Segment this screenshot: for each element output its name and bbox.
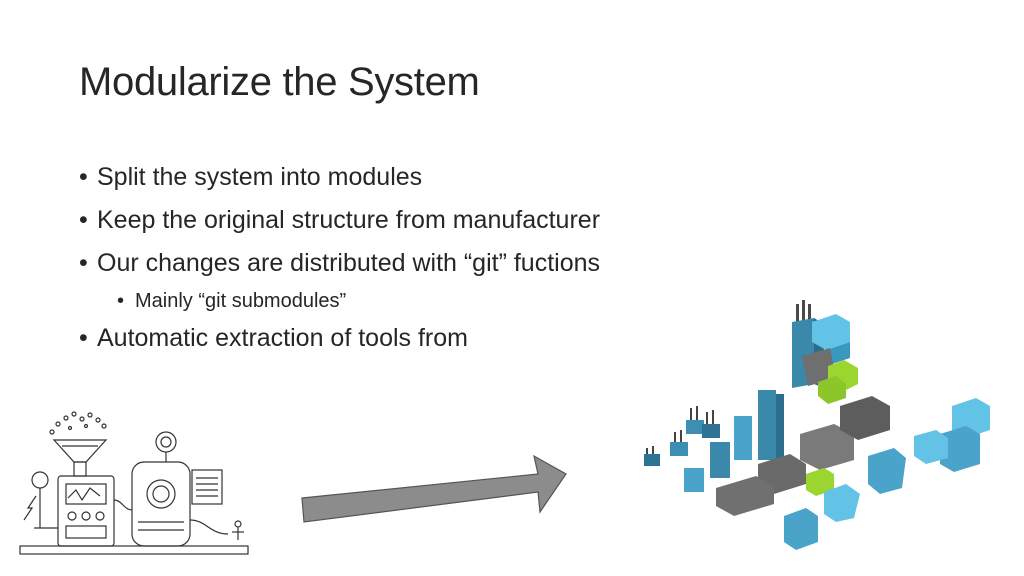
- spark-dots: [49, 411, 107, 435]
- bullet-item: Our changes are distributed with “git” f…: [79, 242, 600, 285]
- right-arrow-icon: [301, 454, 567, 523]
- slide-title: Modularize the System: [79, 60, 480, 104]
- bullet-item: Split the system into modules: [79, 156, 600, 199]
- modular-blocks-image: [644, 300, 990, 550]
- bullet-item: Automatic extraction of tools from: [79, 317, 600, 360]
- pinned-connectors: [644, 406, 720, 466]
- machine-sketch-image: [19, 411, 249, 555]
- bullet-item: Keep the original structure from manufac…: [79, 199, 600, 242]
- bullet-list: Split the system into modules Keep the o…: [79, 156, 600, 360]
- sub-bullet-item: Mainly “git submodules”: [117, 285, 600, 317]
- tower-block: [792, 300, 858, 404]
